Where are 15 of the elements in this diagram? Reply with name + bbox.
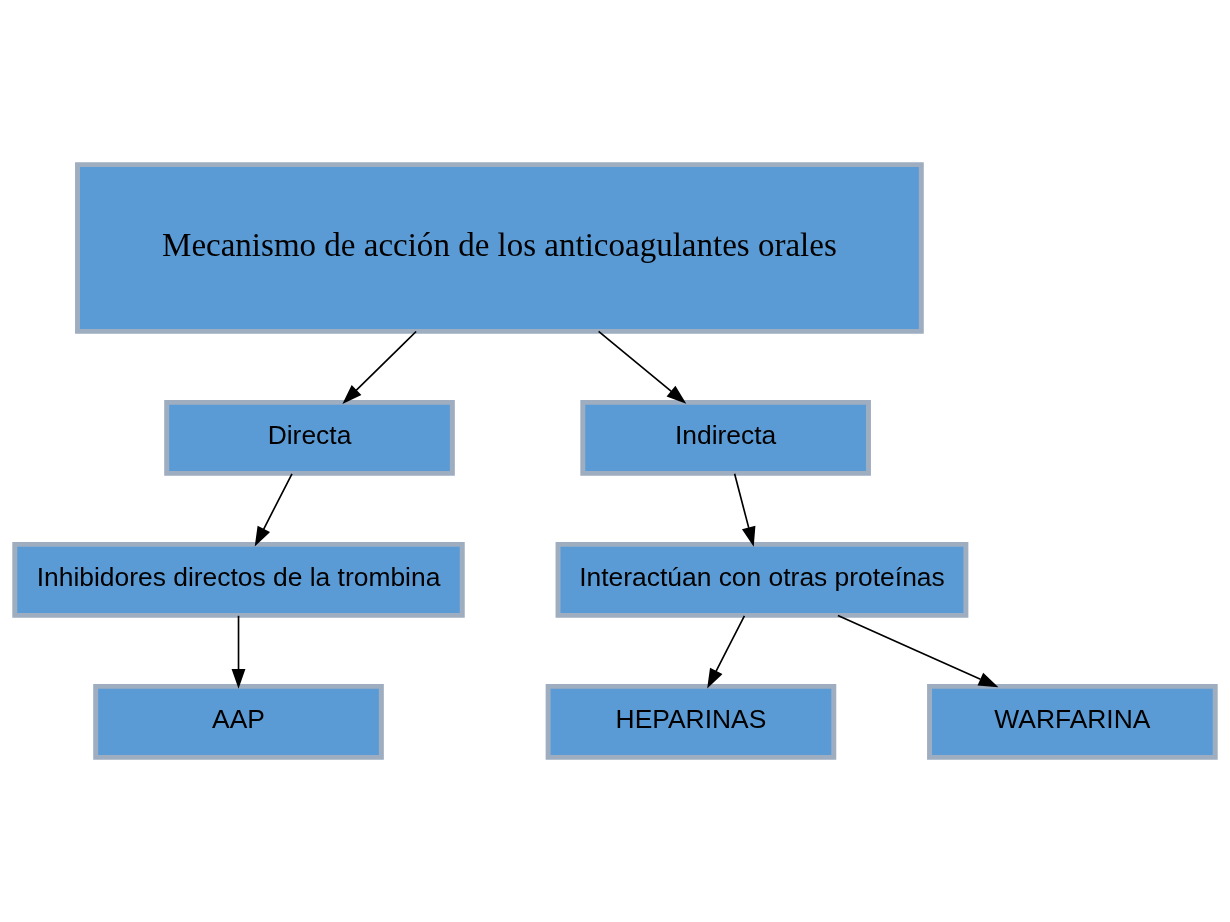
node-box: AAP	[93, 683, 384, 760]
node-box: Indirecta	[580, 399, 871, 476]
node-box: Mecanismo de acción de los anticoagulantes orales	[75, 162, 924, 334]
arrow	[707, 615, 746, 689]
node-box: WARFARINA	[927, 683, 1218, 760]
arrow	[837, 614, 999, 688]
node-box: Interactúan con otras proteínas	[555, 541, 969, 618]
arrow	[231, 615, 246, 689]
arrow	[597, 330, 687, 404]
arrow	[733, 473, 756, 547]
node-box: HEPARINAS	[545, 683, 837, 760]
arrow	[342, 330, 417, 404]
node-box: Inhibidores directos de la trombina	[12, 541, 465, 618]
arrow	[254, 473, 293, 547]
node-box: Directa	[164, 399, 455, 476]
